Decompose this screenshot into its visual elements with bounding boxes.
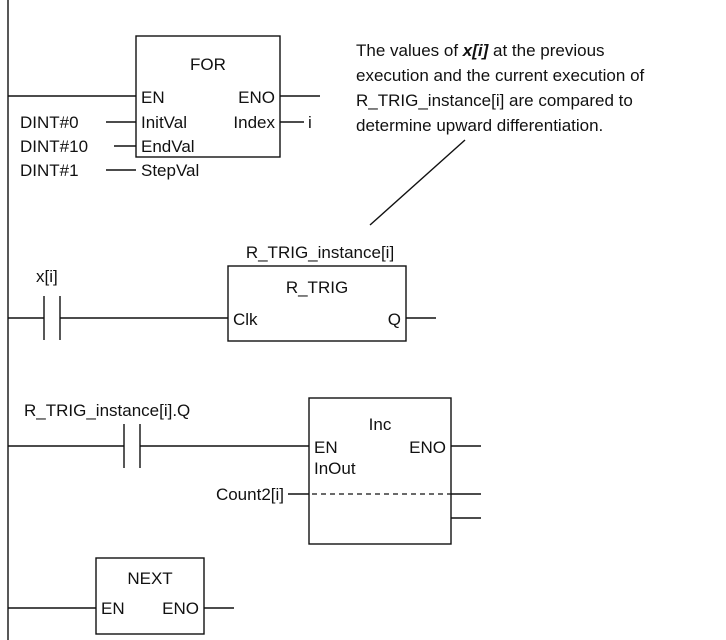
inc-block-title: Inc [369,415,392,434]
for-pin-en: EN [141,88,165,107]
for-block: FOR EN ENO DINT#0 InitVal Index i DINT#1… [8,35,320,180]
for-input-initval: DINT#0 [20,113,79,132]
inc-pin-en: EN [314,438,338,457]
annotation-line-4: determine upward differentiation. [356,116,603,135]
next-block-box [95,557,205,635]
next-block-title: NEXT [127,569,172,588]
annotation-line-2: execution and the current execution of [356,66,645,85]
annotation-line-1: The values of x[i] at the previous [356,41,605,60]
for-block-box [135,35,281,158]
contact-label-rtrig-q: R_TRIG_instance[i].Q [24,401,190,420]
for-pin-initval: InitVal [141,113,187,132]
rtrig-block-title: R_TRIG [286,278,348,297]
for-input-stepval: DINT#1 [20,161,79,180]
next-pin-en: EN [101,599,125,618]
for-input-endval: DINT#10 [20,137,88,156]
annotation-leader-line [369,139,466,226]
inc-rung: R_TRIG_instance[i].Q Inc EN ENO InOut Co… [8,397,481,545]
next-pin-eno: ENO [162,599,199,618]
rtrig-pin-clk: Clk [233,310,258,329]
for-block-title: FOR [190,55,226,74]
inc-pin-inout: InOut [314,459,356,478]
next-rung: NEXT EN ENO [8,557,234,635]
rtrig-instance-label: R_TRIG_instance[i] [246,243,394,262]
contact-label-x: x[i] [36,267,58,286]
for-output-index: i [308,113,312,132]
rtrig-pin-q: Q [388,310,401,329]
inc-pin-eno: ENO [409,438,446,457]
rtrig-rung: x[i] R_TRIG_instance[i] R_TRIG Clk Q [8,243,436,342]
for-pin-eno: ENO [238,88,275,107]
for-pin-index: Index [233,113,275,132]
for-pin-endval: EndVal [141,137,195,156]
annotation-line-3: R_TRIG_instance[i] are compared to [356,91,633,110]
annotation: The values of x[i] at the previous execu… [356,41,645,226]
rtrig-block-box [227,265,407,342]
inc-block-box [308,397,452,545]
inc-input-count2: Count2[i] [216,485,284,504]
for-pin-stepval: StepVal [141,161,199,180]
